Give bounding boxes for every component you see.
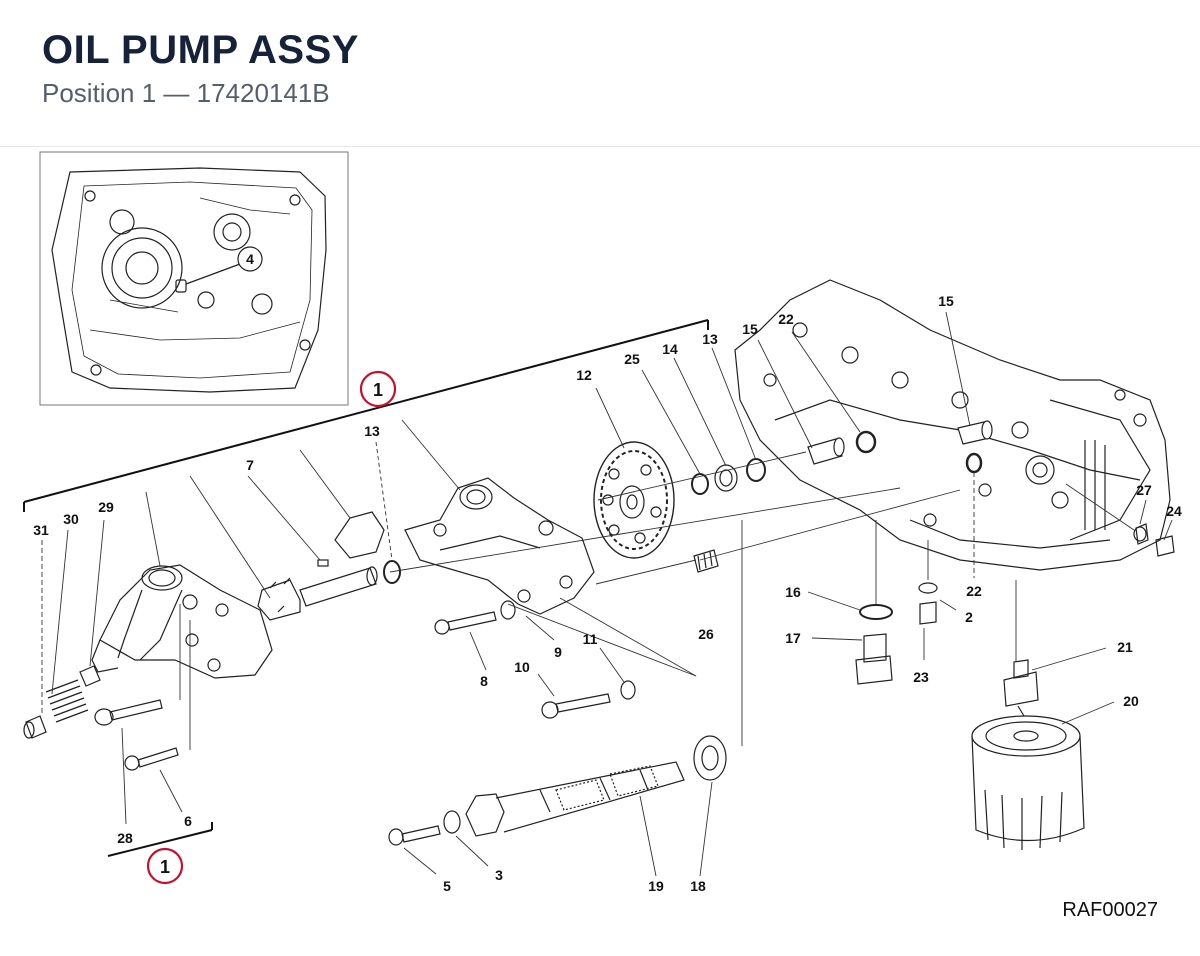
callout-24: 24: [1166, 503, 1182, 519]
callout-27: 27: [1136, 482, 1152, 498]
callout-6: 6: [184, 813, 192, 829]
page-title: OIL PUMP ASSY: [42, 28, 359, 72]
callout-5: 5: [443, 878, 451, 894]
callout-22-top: 22: [778, 311, 794, 327]
callout-13-left: 13: [364, 423, 380, 439]
highlight-circle-bottom: [146, 847, 184, 885]
callout-3: 3: [495, 867, 503, 883]
callout-14: 14: [662, 341, 678, 357]
callout-22-bottom: 22: [966, 583, 982, 599]
callout-7: 7: [246, 457, 254, 473]
callout-26: 26: [698, 626, 714, 642]
assembly-bracket-lines: [23, 319, 709, 857]
page-header: OIL PUMP ASSY Position 1 — 17420141B: [0, 0, 1200, 147]
page-subtitle: Position 1 — 17420141B: [42, 78, 330, 108]
callout-17: 17: [785, 630, 801, 646]
callout-30: 30: [63, 511, 79, 527]
callout-20: 20: [1123, 693, 1139, 709]
callout-18: 18: [690, 878, 706, 894]
callout-11: 11: [583, 631, 598, 647]
callout-19: 19: [648, 878, 664, 894]
callout-15-right: 15: [938, 293, 954, 309]
callout-13-right: 13: [702, 331, 718, 347]
highlight-circle-top: [359, 370, 397, 408]
callout-2: 2: [965, 609, 973, 625]
oil-strainer-parts: [388, 735, 727, 846]
engine-crankcase: [734, 279, 1171, 571]
highlight-callout-bottom: 1: [160, 857, 170, 877]
inset-view: [39, 151, 349, 406]
diagram-reference-code: RAF00027: [1062, 899, 1158, 921]
callout-15-left: 15: [742, 321, 758, 337]
oil-filter-parts: [855, 523, 1175, 850]
inset-callout-4: 4: [246, 251, 254, 267]
callout-8: 8: [480, 673, 488, 689]
relief-valve-parts: [23, 665, 101, 739]
callout-28: 28: [117, 830, 133, 846]
callout-29: 29: [98, 499, 114, 515]
callout-16: 16: [785, 584, 801, 600]
callout-12: 12: [576, 367, 592, 383]
pump-bolts: [94, 699, 179, 771]
callout-25: 25: [624, 351, 640, 367]
circlip-left: [383, 560, 401, 584]
callout-23: 23: [913, 669, 929, 685]
pump-rotor-shaft: [257, 511, 385, 621]
drive-gear: [593, 441, 675, 559]
callout-9: 9: [554, 644, 562, 660]
callout-leader-lines: [41, 311, 1173, 877]
callout-21: 21: [1117, 639, 1133, 655]
exploded-parts-diagram: 4: [23, 151, 1182, 921]
callout-10: 10: [514, 659, 530, 675]
pump-body: [404, 477, 595, 615]
callout-numbers: 31 30 29 7 13 12 25 14 13 15 22 15 27 24…: [33, 293, 1182, 894]
highlight-callout-top: 1: [373, 380, 383, 400]
pump-fasteners: [434, 549, 719, 719]
callout-31: 31: [33, 522, 49, 538]
pump-cover-housing: [91, 564, 273, 679]
